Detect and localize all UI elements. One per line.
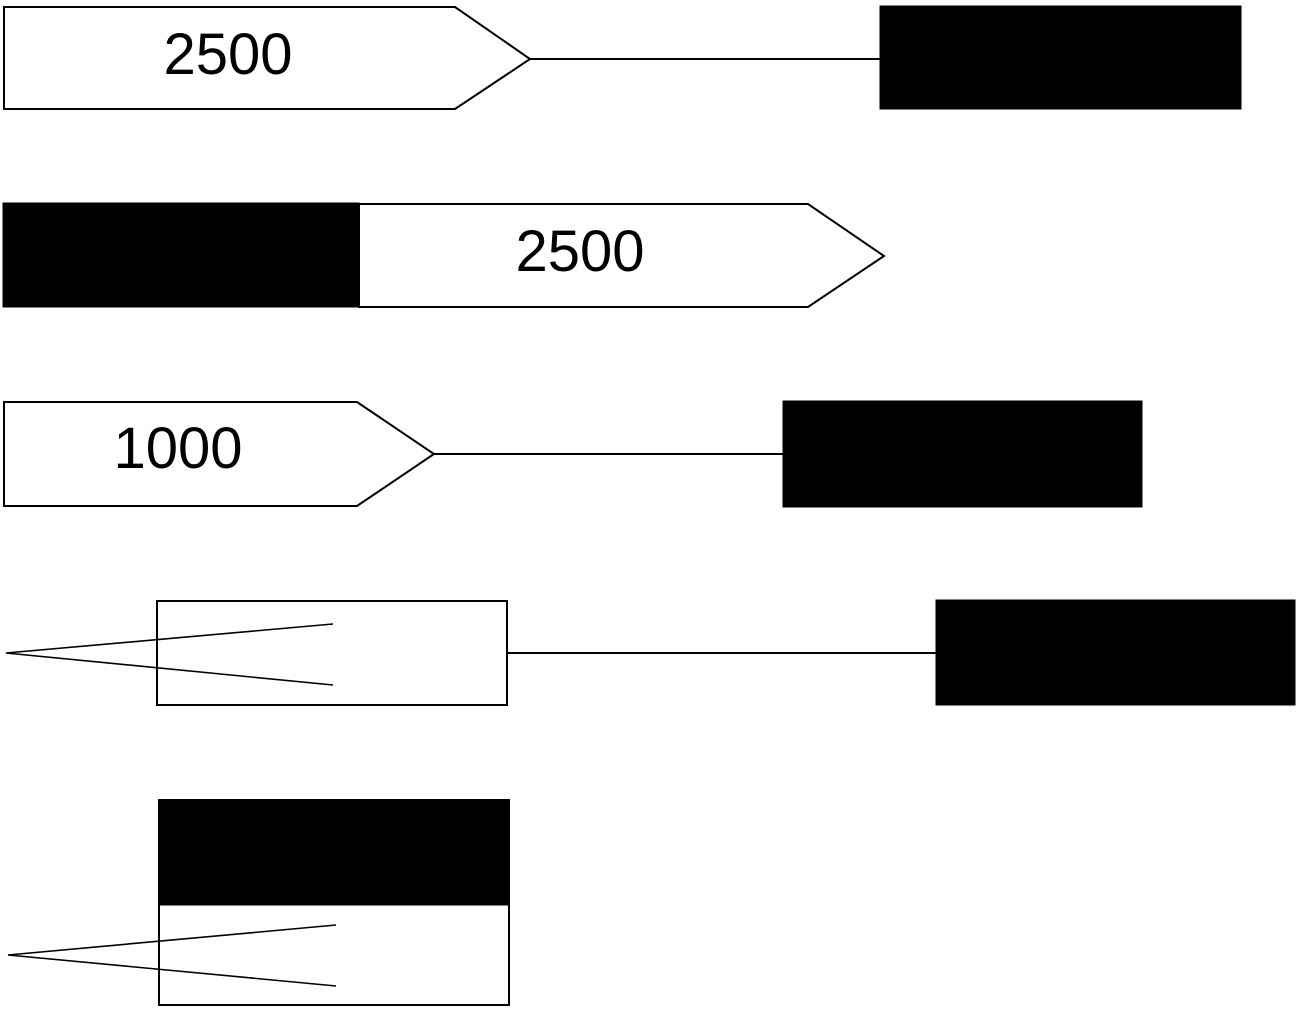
black-block-2 [2, 202, 360, 308]
outline-box-4 [156, 600, 508, 706]
arrow-label-3: 1000 [113, 416, 242, 481]
arrow-label-2: 2500 [515, 219, 644, 284]
black-block-5 [158, 799, 510, 906]
construct-row-4 [5, 599, 1296, 706]
construct-row-3: 1000 [3, 400, 1143, 508]
arrow-segment-3 [3, 401, 436, 507]
construct-row-5 [7, 799, 510, 1006]
arrow-segment-2 [358, 203, 886, 308]
wedge-arrow-5 [7, 924, 337, 987]
black-block-4 [935, 599, 1296, 706]
black-block-3 [782, 400, 1143, 508]
black-block-1 [879, 5, 1242, 110]
construct-row-1: 2500 [3, 5, 1242, 110]
wedge-arrow-4 [5, 623, 334, 686]
arrow-label-1: 2500 [163, 22, 292, 87]
arrow-segment-1 [3, 6, 532, 110]
construct-row-2: 2500 [2, 202, 886, 308]
